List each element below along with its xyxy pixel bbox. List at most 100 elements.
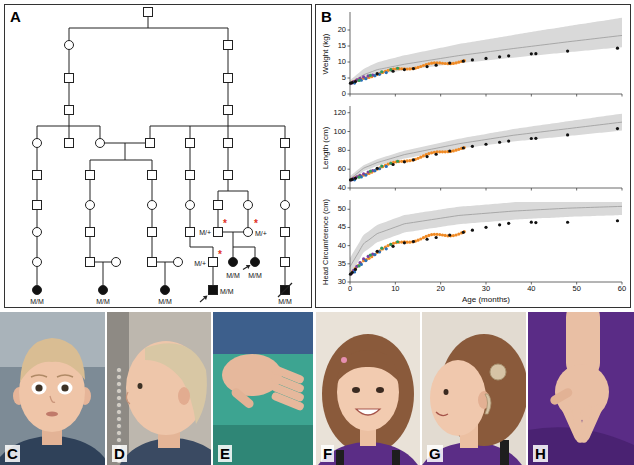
proband-arrow bbox=[200, 298, 204, 302]
measurement-dot bbox=[354, 177, 357, 180]
measurement-dot bbox=[408, 67, 411, 70]
measurement-dot bbox=[441, 150, 444, 153]
pedigree-line bbox=[285, 237, 286, 258]
x-tick bbox=[440, 282, 441, 285]
measurement-dot bbox=[454, 61, 457, 64]
axis-title: Age (months) bbox=[462, 296, 510, 304]
pedigree-line bbox=[228, 180, 229, 192]
measurement-dot bbox=[408, 241, 411, 244]
pedigree-line bbox=[90, 237, 91, 258]
photo-panel: D bbox=[107, 312, 211, 465]
pedigree-line bbox=[285, 126, 286, 139]
x-tick bbox=[531, 94, 532, 97]
measurement-dot bbox=[435, 64, 438, 67]
measurement-dot bbox=[530, 52, 533, 55]
pedigree-line bbox=[37, 237, 38, 258]
tick-label: 120 bbox=[333, 109, 346, 117]
genotype-label: M/+ bbox=[194, 260, 206, 267]
male-symbol bbox=[209, 258, 218, 267]
measurement-dot bbox=[425, 155, 428, 158]
genotype-label: M/M bbox=[226, 272, 240, 279]
measurement-dot bbox=[449, 62, 452, 65]
pedigree-line bbox=[69, 28, 70, 41]
tick-label: 40 bbox=[338, 184, 346, 192]
measurement-dot bbox=[616, 47, 619, 50]
measurement-dot bbox=[357, 264, 360, 267]
measurement-dot bbox=[425, 238, 428, 241]
figure-shape bbox=[178, 387, 190, 405]
measurement-dot bbox=[498, 55, 501, 58]
pedigree-line bbox=[190, 180, 191, 201]
measurement-dot bbox=[400, 67, 403, 70]
photo-panel: E bbox=[213, 312, 313, 465]
measurement-dot bbox=[386, 244, 389, 247]
figure-shape bbox=[485, 394, 491, 414]
photo bbox=[107, 312, 211, 465]
measurement-dot bbox=[616, 219, 619, 222]
genotype-label: M/M bbox=[96, 298, 110, 305]
measurement-dot bbox=[412, 158, 415, 161]
measurement-dot bbox=[411, 158, 414, 161]
y-tick bbox=[348, 30, 351, 31]
tick-label: 60 bbox=[618, 285, 626, 293]
deceased-slash bbox=[278, 283, 292, 297]
carrier-asterisk: * bbox=[223, 219, 227, 229]
figure-shape bbox=[35, 384, 42, 391]
measurement-dot bbox=[350, 178, 353, 181]
x-tick bbox=[350, 282, 351, 285]
measurement-dot bbox=[452, 234, 455, 237]
male-symbol bbox=[281, 228, 290, 237]
measurement-dot bbox=[403, 160, 406, 163]
female-symbol bbox=[65, 41, 74, 50]
pedigree-line bbox=[90, 180, 91, 201]
pedigree-line bbox=[233, 247, 234, 258]
male-symbol bbox=[214, 228, 223, 237]
measurement-dot bbox=[454, 149, 457, 152]
pedigree-line bbox=[37, 148, 38, 171]
panel-letter: B bbox=[321, 9, 332, 24]
measurement-dot bbox=[380, 247, 383, 250]
figure-shape bbox=[444, 389, 449, 395]
figure-shape bbox=[116, 416, 121, 421]
measurement-dot bbox=[369, 170, 372, 173]
figure-shape bbox=[116, 388, 121, 393]
measurement-dot bbox=[373, 169, 376, 172]
pedigree-line bbox=[285, 180, 286, 201]
figure-shape bbox=[107, 312, 129, 465]
figure-shape bbox=[436, 412, 448, 416]
male-symbol bbox=[148, 258, 157, 267]
measurement-dot bbox=[376, 250, 379, 253]
growth-chart bbox=[348, 200, 623, 285]
measurement-dot bbox=[425, 235, 428, 238]
measurement-dot bbox=[425, 65, 428, 68]
measurement-dot bbox=[419, 65, 422, 68]
y-tick bbox=[348, 131, 351, 132]
measurement-dot bbox=[448, 62, 451, 65]
figure-shape bbox=[213, 312, 313, 354]
photo-panel: F bbox=[316, 312, 420, 465]
measurement-dot bbox=[462, 231, 465, 234]
x-tick bbox=[576, 282, 577, 285]
male-symbol bbox=[65, 74, 74, 83]
y-axis bbox=[350, 200, 351, 282]
growth-chart bbox=[348, 12, 623, 97]
measurement-dot bbox=[369, 74, 372, 77]
pedigree-line bbox=[90, 210, 91, 228]
measurement-dot bbox=[457, 232, 460, 235]
measurement-dot bbox=[616, 127, 619, 130]
x-tick bbox=[350, 94, 351, 97]
measurement-dot bbox=[507, 139, 510, 142]
female-symbol bbox=[33, 258, 42, 267]
measurement-dot bbox=[507, 54, 510, 57]
female-symbol bbox=[99, 286, 108, 295]
measurement-dot bbox=[452, 149, 455, 152]
measurement-dot bbox=[430, 62, 433, 65]
male-symbol bbox=[209, 286, 218, 295]
reference-band bbox=[350, 114, 622, 182]
y-axis bbox=[350, 106, 351, 188]
measurement-dot bbox=[441, 233, 444, 236]
figure-shape bbox=[116, 430, 121, 435]
measurement-dot bbox=[422, 236, 425, 239]
female-symbol bbox=[174, 258, 183, 267]
